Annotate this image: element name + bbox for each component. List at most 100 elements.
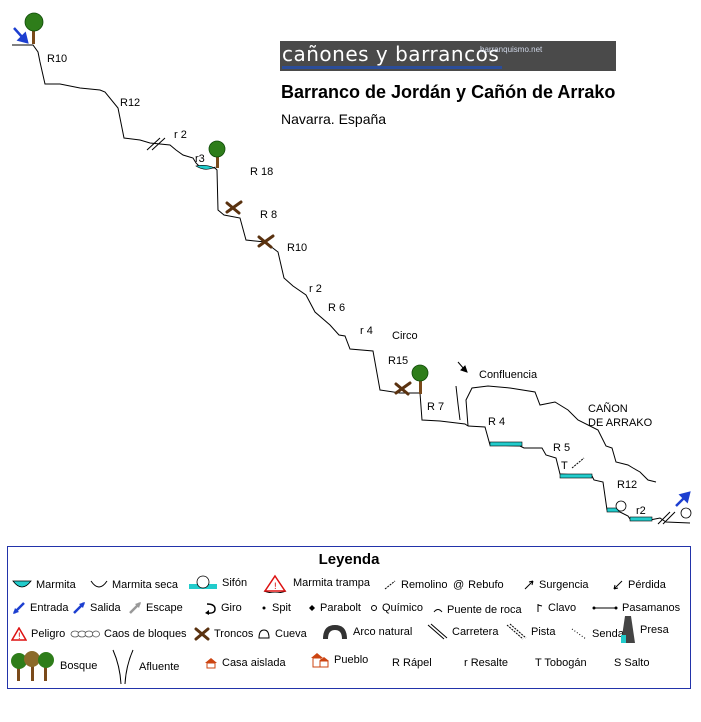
peligro-icon: ! (11, 627, 27, 641)
legend-item-perdida: Pérdida (612, 575, 666, 595)
pool-marmita (559, 473, 593, 479)
rebufo-icon: @ (453, 579, 465, 591)
legend-item-salida: Salida (72, 598, 121, 618)
canyon-topo-diagram (12, 12, 692, 525)
rappel-label: R12 (120, 97, 141, 109)
legend-item-arco: Arco natural (321, 622, 412, 642)
remolino-icon (384, 580, 396, 590)
cueva-icon (258, 629, 270, 639)
rappel-label: R12 (617, 479, 638, 491)
bosque-icon (11, 651, 54, 681)
circo-label: Circo (392, 330, 418, 342)
resalte-label: r2 (636, 505, 646, 517)
troncos-icon (225, 200, 243, 215)
site-banner: cañones y barrancos barranquismo.net (280, 41, 616, 71)
legend-item-marmita-seca: Marmita seca (90, 575, 178, 595)
legend-item-clavo: Clavo (536, 598, 576, 618)
tree-icon (208, 140, 226, 168)
tobogan-label: T (561, 460, 568, 472)
marmita-trampa-icon: ! (263, 574, 287, 593)
legend-item-spit: Spit (260, 598, 291, 618)
legend-item-parabolt: Parabolt (308, 598, 361, 618)
canon-arrako-label-1: CAÑON (588, 403, 628, 415)
legend-item-resalte: r Resalte (464, 657, 509, 669)
rappel-label: R 8 (260, 209, 278, 221)
rappel-label: R 6 (328, 302, 346, 314)
pool-marmita (629, 516, 653, 522)
legend-item-casa: Casa aislada (204, 653, 286, 673)
pool-marmita (195, 165, 216, 170)
confluencia-label: Confluencia (479, 369, 538, 381)
escape-icon (129, 602, 141, 614)
surgencia-icon (524, 580, 534, 590)
clavo-icon (537, 604, 543, 612)
tree-icon (411, 364, 429, 394)
confluence-wall-line (455, 385, 461, 421)
legend-item-pueblo: Pueblo (308, 650, 368, 670)
arco-natural-icon (323, 625, 347, 639)
pasamanos-icon (592, 606, 618, 610)
legend-item-salto: S Salto (614, 657, 650, 669)
troncos-icon (194, 627, 210, 641)
puente-roca-icon (433, 609, 443, 613)
carretera-icon (427, 623, 448, 640)
perdida-icon (613, 580, 623, 590)
rappel-label: R 18 (250, 166, 274, 178)
banner-underline (282, 66, 502, 69)
banner-title: cañones y barrancos (282, 42, 500, 66)
legend-title: Leyenda (318, 551, 380, 568)
pool-marmita (489, 441, 523, 447)
legend-item-carretera: Carretera (426, 622, 498, 642)
legend-item-caos: Caos de bloques (70, 624, 187, 644)
resalte-label: r 4 (360, 325, 373, 337)
entrada-arrow-icon (13, 27, 29, 44)
legend-item-surgencia: Surgencia (523, 575, 589, 595)
salida-arrow-icon (675, 491, 691, 507)
legend-item-senda: Senda (570, 624, 624, 644)
resalte-label: r 2 (309, 283, 322, 295)
legend-item-cueva: Cueva (257, 624, 307, 644)
canon-arrako-label-2: DE ARRAKO (588, 417, 653, 429)
pista-icon (506, 623, 527, 640)
presa-icon (621, 616, 635, 643)
senda-icon (571, 628, 587, 640)
parabolt-icon (309, 605, 315, 611)
quimico-icon (371, 605, 377, 611)
rappel-label: R15 (388, 355, 409, 367)
tree-icon (24, 12, 44, 44)
banner-site: barranquismo.net (480, 45, 543, 54)
troncos-icon (394, 381, 412, 396)
caos-bloques-icon (70, 630, 100, 638)
salida-icon (73, 602, 85, 614)
marmita-icon (12, 580, 32, 588)
pueblo-icon (311, 653, 329, 668)
confluencia-arrow-icon (457, 361, 468, 373)
legend-item-puente-roca: Puente de roca (433, 600, 522, 620)
svg-text:!: ! (18, 632, 22, 641)
legend-item-peligro: ! Peligro (11, 624, 65, 644)
rappel-label: R 4 (488, 416, 506, 428)
legend-item-tobogan: T Tobogán (535, 657, 587, 669)
afluente-icon (112, 649, 134, 685)
page-subtitle: Navarra. España (281, 111, 387, 127)
spit-icon (262, 606, 266, 610)
legend-item-rebufo: @ Rebufo (453, 579, 504, 591)
legend-item-escape: Escape (128, 598, 183, 618)
rappel-label: R10 (287, 242, 308, 254)
sifon-icon (189, 575, 217, 589)
entrada-icon (13, 602, 25, 614)
page-title: Barranco de Jordán y Cañón de Arrako (281, 82, 616, 102)
legend-item-troncos: Troncos (194, 624, 253, 644)
break-mark (146, 137, 166, 151)
legend-item-afluente: Afluente (111, 647, 179, 687)
troncos-icon (257, 234, 275, 249)
break-mark (657, 511, 676, 525)
rappel-label: R10 (47, 53, 68, 65)
legend-item-pista: Pista (505, 622, 555, 642)
legend-item-entrada: Entrada (12, 598, 69, 618)
giro-icon (205, 603, 216, 615)
arrako-rim-line (465, 385, 657, 483)
legend-item-remolino: Remolino (383, 575, 447, 595)
marmita-seca-icon (90, 580, 108, 588)
legend-item-rapel: R Rápel (392, 657, 432, 669)
